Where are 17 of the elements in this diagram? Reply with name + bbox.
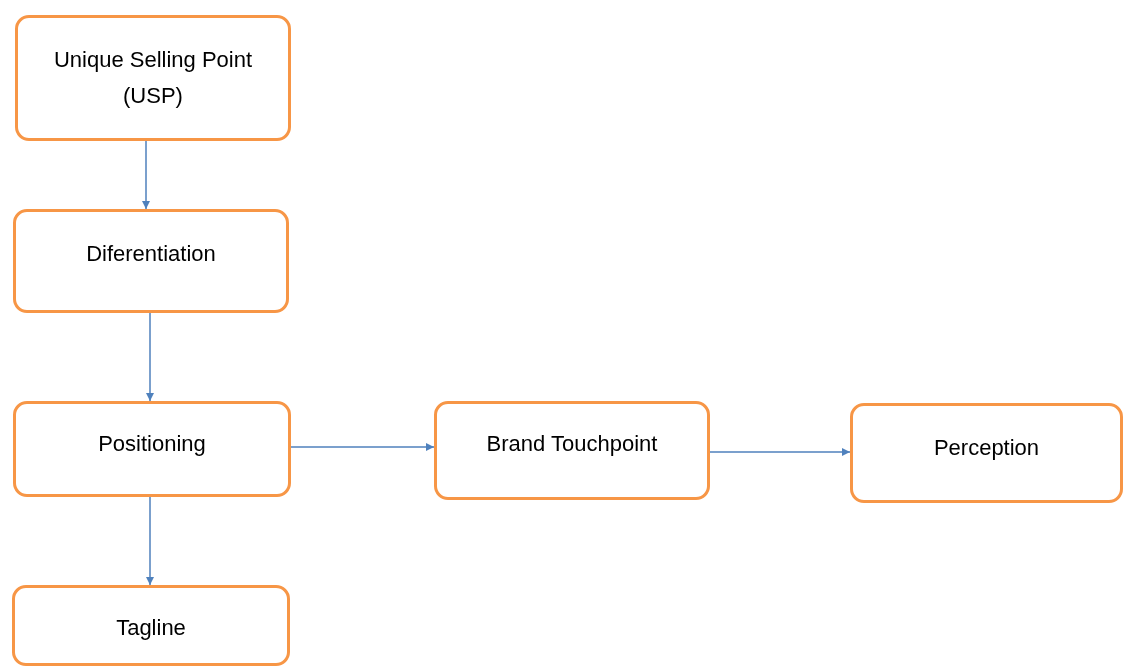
process-box bbox=[15, 15, 291, 141]
arrow bbox=[146, 496, 154, 586]
process-box bbox=[13, 209, 289, 313]
arrow bbox=[146, 312, 154, 402]
process-box bbox=[850, 403, 1123, 503]
arrow bbox=[290, 443, 435, 451]
process-box bbox=[434, 401, 710, 500]
process-box bbox=[13, 401, 291, 497]
box-label: Perception bbox=[933, 434, 1040, 462]
arrow bbox=[142, 140, 150, 210]
box-label: Brand Touchpoint bbox=[486, 430, 658, 458]
box-label: Tagline bbox=[116, 614, 186, 642]
box-label: Diferentiation bbox=[86, 240, 216, 268]
box-label: Positioning bbox=[98, 430, 206, 458]
process-box bbox=[12, 585, 290, 666]
arrow bbox=[709, 448, 851, 456]
box-label: Unique Selling Point (USP) bbox=[52, 46, 254, 110]
